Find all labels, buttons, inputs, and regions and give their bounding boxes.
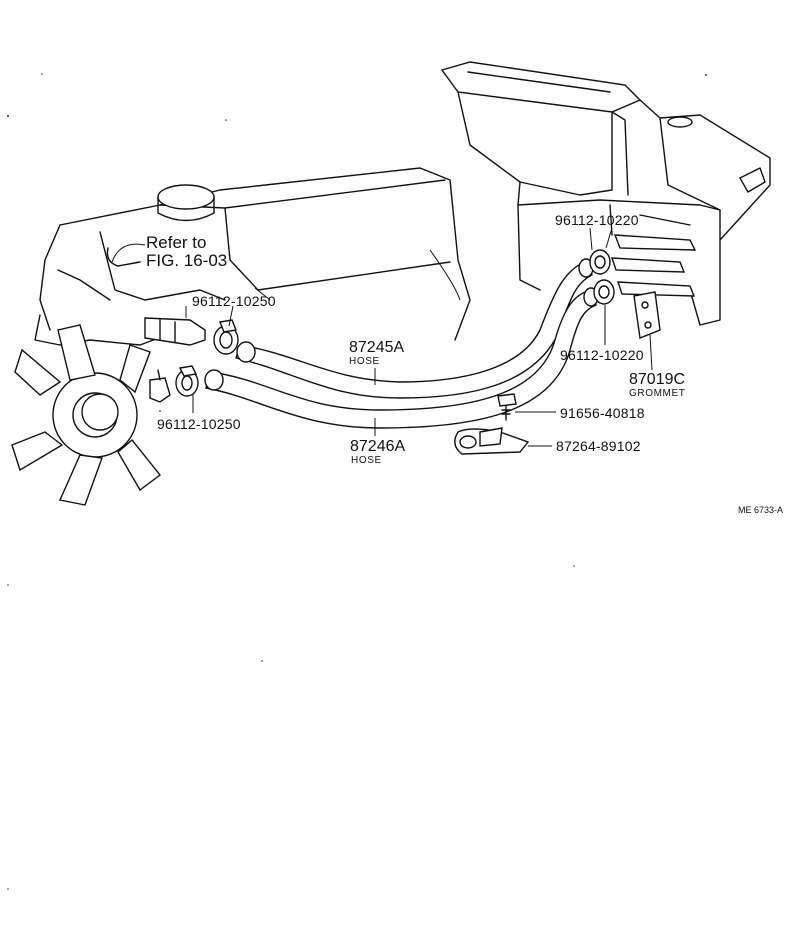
engine-illustration [34, 167, 471, 346]
clamp-lower-left-label: 96112-10250 [157, 416, 241, 432]
heater-unit-illustration [440, 61, 771, 339]
hose-upper-name: HOSE [349, 356, 380, 367]
bolt-and-bracket [454, 393, 530, 455]
hose-upper-number: 87245A [349, 339, 405, 356]
grommet-name: GROMMET [629, 388, 686, 399]
hose-lower-name: HOSE [351, 455, 382, 466]
clamp-upper-right-label: 96112-10220 [555, 212, 639, 228]
clamp-bracket-label: 87264-89102 [556, 438, 641, 454]
fan-illustration [11, 324, 161, 506]
hose-lower-number: 87246A [350, 438, 406, 455]
engine-fittings [144, 317, 206, 403]
clamp-upper-left-label: 96112-10250 [192, 293, 276, 309]
grommet-number: 87019C [629, 371, 686, 388]
scan-specks [7, 73, 707, 890]
clamp-left-drawings [175, 319, 239, 397]
leader-lines [111, 227, 653, 447]
drawing-code: ME 6733-A [738, 505, 784, 515]
bolt-label: 91656-40818 [560, 405, 645, 421]
clamp-lower-right-label: 96112-10220 [560, 347, 644, 363]
reference-line1: Refer to [146, 233, 207, 252]
reference-line2: FIG. 16-03 [146, 251, 228, 270]
